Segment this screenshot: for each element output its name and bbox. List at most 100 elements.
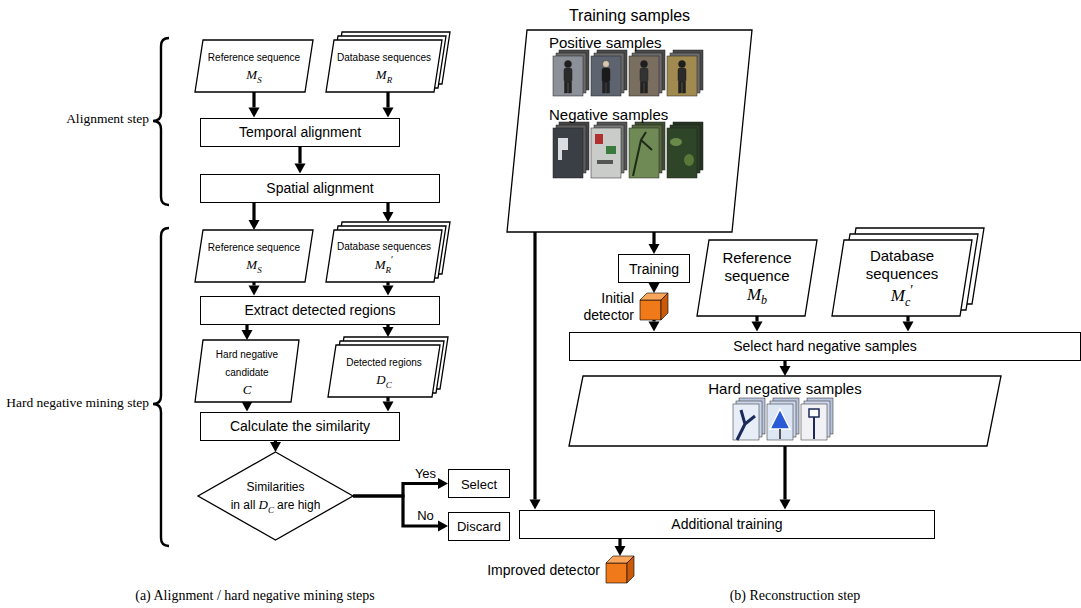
- text-area: Calculate the similarity: [205, 413, 395, 440]
- text-line: Discard: [457, 517, 501, 535]
- sequence-stack: Database sequencesMR′: [326, 222, 450, 282]
- decision-diamond-outline: [198, 452, 353, 540]
- math-symbol: M: [246, 257, 257, 272]
- math-subscript: R: [386, 265, 392, 275]
- text-area: Select hard negative samples: [574, 333, 1076, 360]
- text-line: Extract detected regions: [245, 301, 396, 319]
- sequence-data: Reference sequenceMS: [195, 40, 313, 92]
- text-area: Database sequencesMc′: [846, 240, 958, 316]
- arrowhead: [438, 478, 448, 489]
- outline-shape: [606, 563, 627, 583]
- node-text: Temporal alignment: [239, 124, 361, 140]
- node-text: Spatial alignment: [266, 180, 373, 196]
- outline-shape: [569, 376, 1001, 446]
- math-subscript: C: [386, 380, 392, 390]
- node-text: Reference sequence: [722, 249, 791, 284]
- arrowhead: [752, 322, 763, 332]
- arrowhead: [615, 546, 626, 556]
- arrowhead: [270, 442, 281, 452]
- detector-cube: Initial detector: [640, 293, 668, 320]
- arrowhead: [649, 322, 660, 332]
- sequence-stack: Database sequencesMc′: [832, 228, 984, 316]
- candidate-data: Hard negative candidateC: [195, 340, 299, 402]
- text-line: MR: [376, 65, 392, 86]
- text-area: Reference sequenceMS: [205, 40, 303, 92]
- flow-arrow: [383, 282, 394, 296]
- detector-label: Initial detector: [570, 290, 634, 324]
- flow-arrow: [383, 203, 394, 223]
- outline-shape: [326, 40, 442, 92]
- sequence-data-outline: [195, 40, 313, 92]
- arrowhead: [249, 108, 260, 118]
- node-text: are high: [277, 498, 320, 512]
- math-symbol: D: [259, 497, 268, 512]
- arrowhead: [249, 286, 260, 296]
- math-symbol: C: [243, 382, 252, 397]
- arrowhead: [383, 402, 394, 412]
- math-subscript: c: [905, 295, 910, 309]
- flow-arrow: [649, 320, 660, 332]
- outline-shape: [195, 40, 313, 92]
- text-line: Mb: [747, 285, 767, 308]
- node-text: Hard negative samples: [708, 380, 861, 397]
- node-text: Extract detected regions: [245, 302, 396, 318]
- arrow-line: [906, 316, 909, 322]
- process-box: Select hard negative samples: [569, 332, 1081, 361]
- text-line: Similarities: [246, 477, 304, 495]
- sample-set-outline: [507, 30, 752, 232]
- sample-set: Hard negative samples: [569, 376, 1001, 446]
- node-text: Additional training: [671, 516, 782, 532]
- edge-label: No: [416, 509, 435, 524]
- arrowhead: [530, 500, 541, 510]
- flow-arrow: [383, 92, 394, 118]
- node-text: Calculate the similarity: [230, 418, 370, 434]
- positive-thumbnails: [553, 50, 703, 96]
- math-symbol: M: [376, 67, 387, 82]
- caption: (a) Alignment / hard negative mining ste…: [135, 588, 375, 605]
- text-line: Additional training: [671, 515, 782, 533]
- math-prime: ′: [910, 283, 913, 298]
- node-text: Database sequences: [866, 247, 939, 282]
- arrowhead: [780, 366, 791, 376]
- process-box: Extract detected regions: [200, 296, 440, 325]
- text-area: Discard: [452, 513, 506, 540]
- text-line: Reference sequence: [711, 249, 803, 285]
- group-heading: Training samples: [569, 6, 690, 25]
- process-box: Calculate the similarity: [200, 412, 400, 441]
- arrowhead: [295, 164, 306, 174]
- arrow-line: [783, 446, 786, 500]
- arrow-line: [755, 316, 758, 322]
- arrow-line: [353, 496, 438, 526]
- flow-arrow: [530, 232, 541, 510]
- sample-set: Training samplesPositive samplesNegative…: [507, 30, 752, 232]
- arrowhead: [649, 283, 660, 293]
- outline-shape: [627, 556, 634, 583]
- arrow-line: [274, 441, 277, 443]
- text-area: Additional training: [524, 511, 930, 538]
- region-stack: Detected regionsDC: [328, 337, 448, 397]
- flow-arrow: [242, 402, 253, 412]
- flow-arrow: [903, 316, 914, 332]
- sequence-data-outline: [195, 230, 313, 282]
- arrowhead: [438, 521, 448, 532]
- outline-shape: [195, 230, 313, 282]
- flow-arrow: [242, 325, 253, 341]
- flow-arrow: [615, 539, 626, 557]
- text-area: Reference sequenceMb: [711, 240, 803, 316]
- detector-label: Improved detector: [487, 561, 600, 578]
- flow-arrow: [649, 283, 660, 293]
- negative-thumbnails: [553, 122, 703, 178]
- step-brace: [153, 38, 169, 546]
- text-area: Spatial alignment: [205, 175, 435, 202]
- math-subscript: b: [761, 293, 767, 307]
- text-area: Extract detected regions: [205, 297, 435, 324]
- result-box: Select: [448, 469, 510, 498]
- arrow-line: [533, 232, 536, 500]
- text-line: Select hard negative samples: [733, 337, 917, 355]
- decision-diamond: Similaritiesin allDCare high: [198, 452, 353, 540]
- math-symbol: M: [747, 285, 761, 304]
- arrow-line: [386, 325, 389, 328]
- outline-shape: [328, 345, 440, 397]
- outline-shape: [507, 30, 752, 232]
